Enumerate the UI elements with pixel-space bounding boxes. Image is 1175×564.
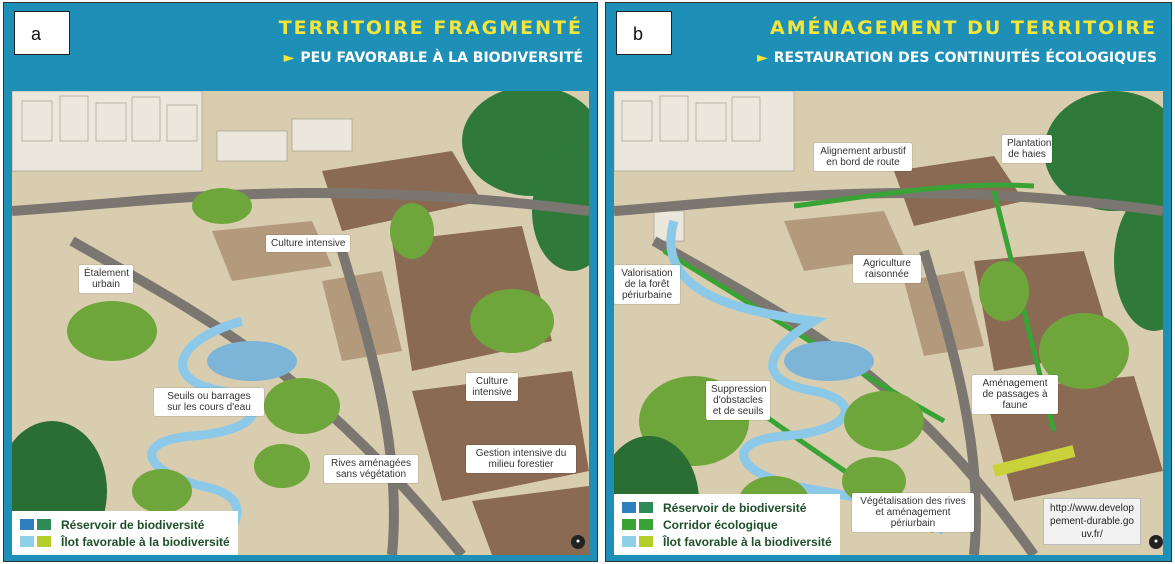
legend-panel-b: Réservoir de biodiversité Corridor écolo…: [614, 494, 840, 555]
swatch-ilot-lightblue: [20, 536, 34, 547]
tree-clusters: [67, 188, 554, 513]
forest-right: [1044, 91, 1163, 331]
panel-letter-a: a: [14, 11, 70, 55]
river: [666, 219, 947, 535]
swatch-ilot-lime: [37, 536, 51, 547]
swatch-reservoir-blue: [622, 502, 636, 513]
callout-passages-faune: Aménagement de passages à faune: [972, 375, 1058, 414]
illustration-fragmented-landscape: [12, 91, 589, 555]
triangle-bullet-icon: ►: [756, 50, 768, 66]
legend-row-ilot: Îlot favorable à la biodiversité: [622, 533, 832, 550]
legend-row-ilot: Îlot favorable à la biodiversité: [20, 533, 230, 550]
legend-label-reservoir: Réservoir de biodiversité: [663, 500, 807, 515]
swatch-reservoir-green: [639, 502, 653, 513]
callout-alignement-arbustif: Alignement arbustif en bord de route: [814, 143, 912, 171]
triangle-bullet-icon: ►: [283, 50, 295, 66]
publisher-logo-icon: ●: [571, 535, 585, 549]
legend-row-reservoir: Réservoir de biodiversité: [20, 516, 230, 533]
legend-panel-a: Réservoir de biodiversité Îlot favorable…: [12, 511, 238, 555]
swatch-ilot-lightblue: [622, 536, 636, 547]
legend-label-reservoir: Réservoir de biodiversité: [61, 517, 205, 532]
callout-culture-intensive-1: Culture intensive: [266, 235, 351, 252]
source-url: http://www.developpement-durable.gouv.fr…: [1043, 498, 1141, 545]
swatch-corridor-green: [622, 519, 636, 530]
swatch-ilot-lime: [639, 536, 653, 547]
panel-b-title: AMÉNAGEMENT DU TERRITOIRE: [769, 17, 1157, 39]
panel-a-fragmented-territory: a TERRITOIRE FRAGMENTÉ ► PEU FAVORABLE À …: [3, 2, 598, 562]
town-buildings: [12, 91, 353, 172]
legend-label-ilot: Îlot favorable à la biodiversité: [61, 534, 230, 549]
panel-b-subtitle: ► RESTAURATION DES CONTINUITÉS ÉCOLOGIQUE…: [757, 50, 1157, 66]
swatch-reservoir-green: [37, 519, 51, 530]
callout-gestion-forestier: Gestion intensive du milieu forestier: [466, 445, 576, 473]
callout-suppression-obstacles: Suppression d'obstacles et de seuils: [706, 381, 770, 420]
callout-etalement-urbain: Étalement urbain: [79, 265, 133, 293]
callout-vegetalisation-rives: Végétalisation des rives et aménagement …: [852, 493, 974, 532]
legend-row-reservoir: Réservoir de biodiversité: [622, 499, 832, 516]
callout-agriculture-raisonnee: Agriculture raisonnée: [853, 255, 921, 283]
panel-letter-b: b: [616, 11, 672, 55]
panel-a-subtitle-text: PEU FAVORABLE À LA BIODIVERSITÉ: [300, 50, 583, 66]
callout-plantation-haies: Plantation de haies: [1002, 135, 1052, 163]
swatch-corridor-green-2: [639, 519, 653, 530]
wildlife-passage: [992, 445, 1076, 477]
callout-valorisation-foret: Valorisation de la forêt périurbaine: [614, 265, 680, 304]
legend-row-corridor: Corridor écologique: [622, 516, 832, 533]
legend-label-corridor: Corridor écologique: [663, 517, 778, 532]
panel-b-subtitle-text: RESTAURATION DES CONTINUITÉS ÉCOLOGIQUES: [773, 50, 1157, 66]
callout-seuils-barrages: Seuils ou barrages sur les cours d'eau: [154, 388, 264, 416]
town-buildings: [614, 91, 795, 242]
panel-b-territory-planning: b AMÉNAGEMENT DU TERRITOIRE ► RESTAURATIO…: [605, 2, 1172, 562]
swatch-reservoir-blue: [20, 519, 34, 530]
river: [147, 316, 258, 555]
callout-culture-intensive-2: Culture intensive: [466, 373, 518, 401]
panel-a-subtitle: ► PEU FAVORABLE À LA BIODIVERSITÉ: [284, 50, 583, 66]
callout-rives-amenagees: Rives aménagées sans végétation: [324, 455, 418, 483]
panel-a-title: TERRITOIRE FRAGMENTÉ: [278, 17, 583, 39]
publisher-logo-icon: ●: [1149, 535, 1163, 549]
legend-label-ilot: Îlot favorable à la biodiversité: [663, 534, 832, 549]
